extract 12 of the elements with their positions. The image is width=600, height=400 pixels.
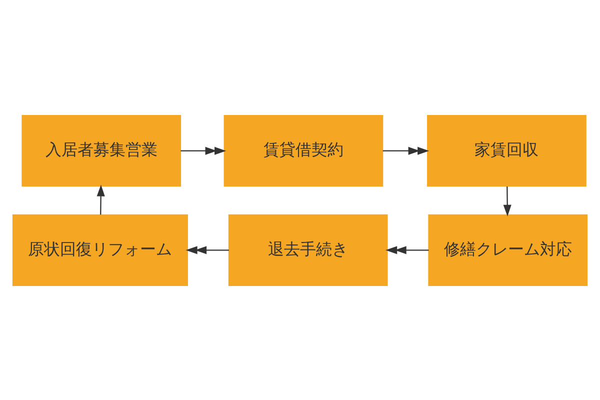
arrow <box>96 184 105 214</box>
node-box: 賃貸借契約 <box>224 114 384 186</box>
node-box: 修繕クレーム対応 <box>428 214 588 286</box>
node-box: 原状回復リフォーム <box>12 214 188 286</box>
node-box: 入居者募集営業 <box>22 114 182 186</box>
arrow <box>186 246 229 254</box>
arrow <box>180 146 226 154</box>
node-box: 家賃回収 <box>427 114 586 186</box>
arrow <box>386 246 429 254</box>
arrow <box>382 146 430 154</box>
node-box: 退去手続き <box>228 214 388 286</box>
arrow <box>503 186 512 216</box>
